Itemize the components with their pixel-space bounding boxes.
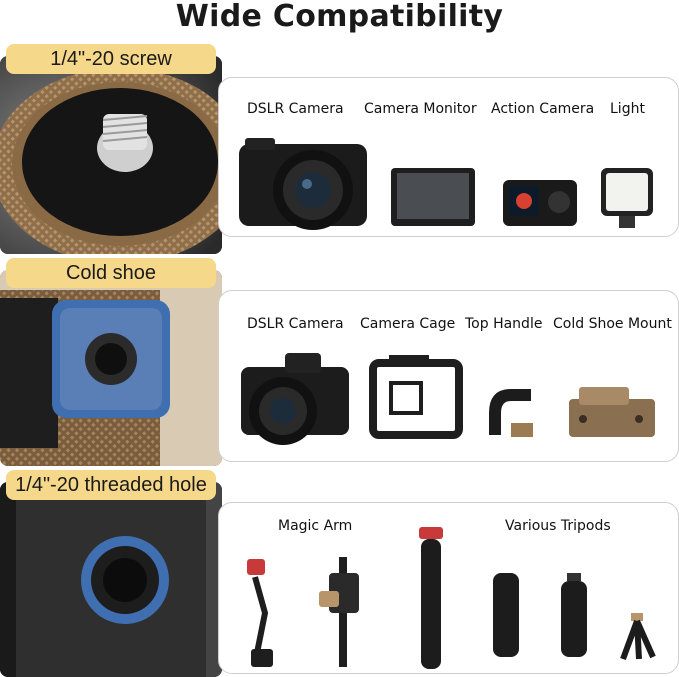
cold-shoe-mount-image (567, 383, 657, 441)
camera-cage-image (369, 353, 463, 441)
light-image (599, 166, 655, 230)
caption-top-handle: Top Handle (465, 316, 543, 332)
caption-dslr-camera-2: DSLR Camera (247, 316, 344, 332)
magic-arm-image (237, 553, 293, 671)
threaded-hole-closeup-image (0, 482, 222, 677)
section-screw: 1/4"-20 screw DSLR (0, 44, 679, 254)
dslr-camera-image-2 (239, 351, 353, 449)
tripod-open-image (619, 611, 659, 661)
caption-camera-cage: Camera Cage (360, 316, 456, 332)
top-handle-image (481, 383, 541, 445)
super-clamp-image (315, 553, 379, 671)
screw-compat-panel: DSLR Camera Camera Monitor Action Camera… (218, 77, 679, 237)
section-threaded-hole: 1/4"-20 threaded hole Magic Arm Various … (0, 470, 679, 677)
caption-cold-shoe-mount: Cold Shoe Mount (553, 316, 672, 332)
tripod-medium-image (557, 571, 591, 659)
action-camera-image (501, 176, 579, 228)
mini-tripod-image (409, 525, 455, 673)
dslr-camera-image (237, 136, 371, 236)
camera-monitor-image (389, 166, 477, 228)
caption-magic-arm: Magic Arm (278, 518, 353, 534)
cold-shoe-closeup-image (0, 270, 222, 466)
cold-shoe-compat-panel: DSLR Camera Camera Cage Top Handle Cold … (218, 290, 679, 462)
caption-dslr-camera: DSLR Camera (247, 101, 344, 117)
caption-action-camera: Action Camera (491, 101, 595, 117)
caption-camera-monitor: Camera Monitor (364, 101, 477, 117)
caption-light: Light (610, 101, 645, 117)
label-threaded-hole: 1/4"-20 threaded hole (6, 470, 216, 500)
section-cold-shoe: Cold shoe DSLR Camera Camera Cage Top Ha… (0, 258, 679, 468)
threaded-hole-compat-panel: Magic Arm Various Tripods (218, 502, 679, 674)
label-screw: 1/4"-20 screw (6, 44, 216, 74)
page-title: Wide Compatibility (175, 0, 504, 34)
label-cold-shoe: Cold shoe (6, 258, 216, 288)
caption-various-tripods: Various Tripods (505, 518, 611, 534)
tripod-small-image (489, 569, 523, 661)
screw-closeup-image (0, 56, 222, 254)
